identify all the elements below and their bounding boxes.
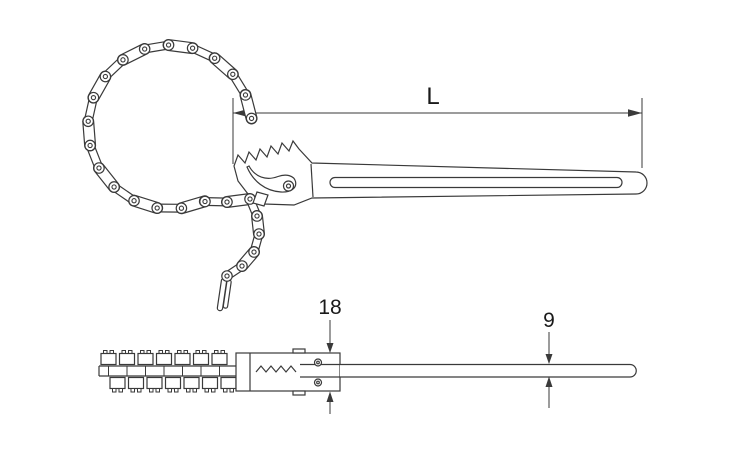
dimension-L: L [232, 83, 643, 168]
dimension-L-label: L [426, 83, 439, 110]
handle-side-view [340, 363, 637, 378]
head-block-outline [235, 352, 341, 392]
top-view: L [82, 39, 648, 312]
dimension-9-arrow-top [545, 354, 553, 364]
dimension-9-arrow-bottom [545, 376, 553, 387]
latch-plate [252, 191, 269, 207]
pivot-end-top [292, 348, 306, 354]
dimension-18-label: 18 [318, 296, 341, 319]
serration-edge-on [255, 365, 297, 373]
dimension-handle-thickness: 9 [543, 309, 555, 408]
pivot-pin-center [285, 183, 292, 189]
chain-side-view [100, 350, 237, 393]
rivet-top [313, 358, 323, 367]
cam-lever-mechanism [246, 165, 297, 207]
handle-slot [329, 176, 623, 189]
rivet-bottom [313, 378, 323, 387]
dimension-L-arrow-right [628, 109, 642, 117]
side-view: 18 9 [98, 296, 637, 414]
head-block-side [235, 348, 341, 396]
handle-joint-line [310, 163, 314, 198]
rivet-top-center [316, 360, 320, 365]
wrench-head-and-handle [233, 139, 648, 206]
rivet-bottom-center [316, 380, 320, 385]
dimension-head-height: 18 [318, 296, 342, 414]
pivot-end-bottom [292, 390, 306, 396]
pivot-pin [282, 180, 295, 192]
dimension-18-arrow-top [326, 343, 334, 353]
dimension-9-label: 9 [543, 309, 555, 332]
chain-tail-and-pin [199, 193, 265, 312]
chain-loop [82, 39, 258, 215]
dimension-18-arrow-bottom [326, 391, 334, 402]
